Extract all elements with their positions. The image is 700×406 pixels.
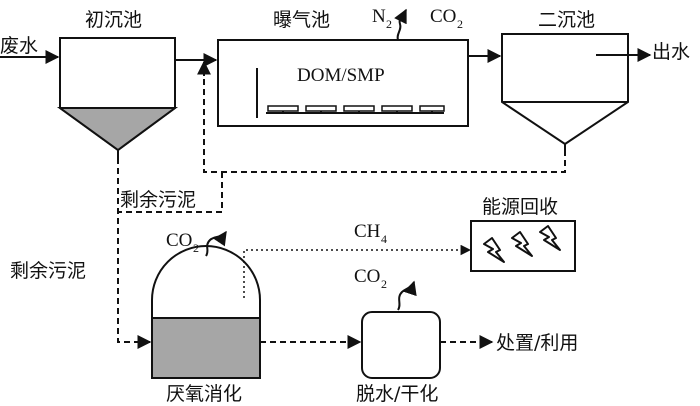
aeration-tank-label: 曝气池 — [273, 9, 330, 31]
dewatering-box — [361, 311, 441, 379]
primary-clarifier-label: 初沉池 — [85, 9, 142, 31]
aeration-tank — [217, 39, 469, 127]
svg-text:2: 2 — [381, 277, 387, 291]
excess-sludge-transfer-line — [118, 172, 223, 213]
secondary-clarifier-label: 二沉池 — [538, 9, 595, 31]
ch4-flow-line — [243, 244, 472, 298]
air-diffusers — [266, 105, 445, 114]
co2-gas-label-digester: CO 2 — [166, 230, 199, 255]
co2-gas-label-dewater: CO 2 — [354, 266, 387, 291]
disposal-use-label: 处置/利用 — [496, 332, 578, 354]
anaerobic-digestion-label: 厌氧消化 — [166, 383, 242, 405]
svg-text:CO: CO — [430, 6, 456, 27]
sludge-to-digester-line — [117, 158, 152, 349]
svg-text:CH: CH — [354, 221, 381, 242]
svg-text:N: N — [372, 6, 386, 27]
svg-text:4: 4 — [381, 232, 387, 246]
energy-recovery-box — [470, 220, 576, 272]
excess-sludge-left-label: 剩余污泥 — [10, 260, 86, 282]
energy-recovery-label: 能源回收 — [482, 196, 558, 218]
dom-smp-label: DOM/SMP — [297, 65, 385, 86]
dewater-co2-squiggle — [397, 280, 417, 311]
effluent-label: 出水 — [652, 41, 690, 63]
primary-clarifier — [56, 37, 179, 158]
excess-sludge-upper-label: 剩余污泥 — [120, 189, 196, 211]
lightning-icon — [483, 225, 561, 263]
svg-text:CO: CO — [354, 266, 380, 287]
wastewater-label: 废水 — [0, 35, 38, 57]
n2-gas-label: N 2 — [372, 6, 392, 31]
dewater-dry-label: 脱水/干化 — [356, 383, 438, 405]
svg-text:2: 2 — [457, 17, 463, 31]
return-sludge-line — [203, 64, 566, 173]
svg-text:CO: CO — [166, 230, 192, 251]
co2-gas-label-aeration: CO 2 — [430, 6, 463, 31]
secondary-clarifier — [501, 33, 629, 150]
svg-text:2: 2 — [386, 17, 392, 31]
digester-co2-squiggle — [205, 230, 227, 257]
anaerobic-digester — [151, 245, 261, 379]
svg-text:2: 2 — [193, 241, 199, 255]
ch4-gas-label: CH 4 — [354, 221, 387, 246]
gas-release-squiggle — [394, 8, 407, 41]
